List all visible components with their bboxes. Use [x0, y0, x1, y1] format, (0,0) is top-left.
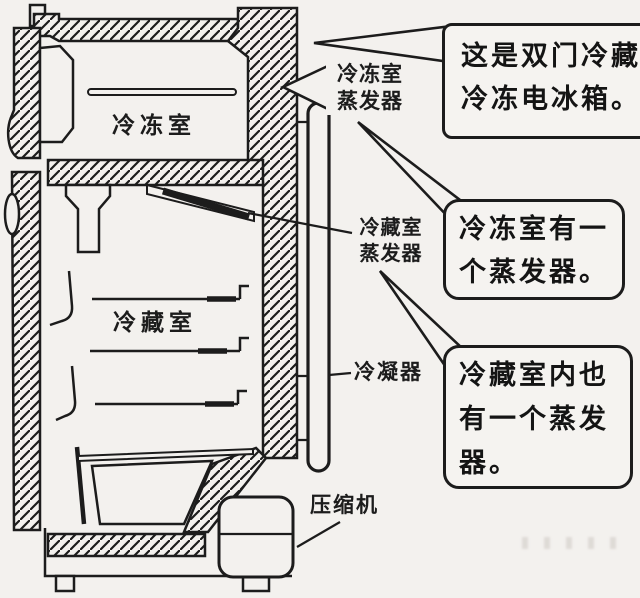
condenser-tube	[297, 101, 331, 473]
cabinet-walls	[6, 3, 299, 558]
freezer-compartment-label: 冷冻室	[112, 112, 196, 138]
crisper-drawer	[90, 459, 214, 526]
wire-shelves	[90, 284, 249, 407]
divider-wall	[46, 158, 265, 187]
freezer-door	[6, 26, 42, 160]
freezer-door-liner	[38, 44, 75, 144]
fridge-evaporator-label: 冷藏室 蒸发器	[359, 217, 423, 265]
freezer-callout-bubble: 冷冻室有一 个蒸发器。	[443, 199, 625, 300]
base-band	[46, 532, 207, 558]
crisper-cover	[77, 447, 254, 463]
scan-smudge	[522, 537, 622, 549]
condenser-label: 冷凝器	[354, 361, 423, 384]
door-shelf-hooks	[49, 270, 87, 525]
freezer-evaporator-label: 冷冻室 蒸发器	[326, 61, 414, 115]
fridge-evaporator-leader	[247, 211, 353, 235]
compressor-shell	[217, 495, 295, 579]
air-duct	[64, 183, 112, 254]
fridge-evaporator-plate	[161, 187, 251, 221]
compressor-leader	[296, 521, 341, 548]
plinth	[43, 528, 292, 578]
fridge-door	[10, 170, 42, 532]
freezer-shelf	[87, 88, 237, 96]
cabinet-details	[38, 44, 295, 593]
top-wall	[32, 12, 240, 43]
compressor-label: 压缩机	[310, 494, 379, 517]
fridge-compartment-label: 冷藏室	[113, 309, 197, 335]
leader-lines	[247, 211, 353, 548]
door-handle	[3, 192, 21, 236]
condenser-leader	[328, 371, 352, 377]
intro-callout-bubble: 这是双门冷藏 冷冻电冰箱。	[442, 23, 640, 139]
fridge-callout-bubble: 冷藏室内也 有一个蒸发 器。	[443, 345, 633, 489]
callout-tails	[279, 24, 464, 376]
foot-left	[54, 574, 76, 593]
intro-bubble-tail	[313, 24, 454, 64]
